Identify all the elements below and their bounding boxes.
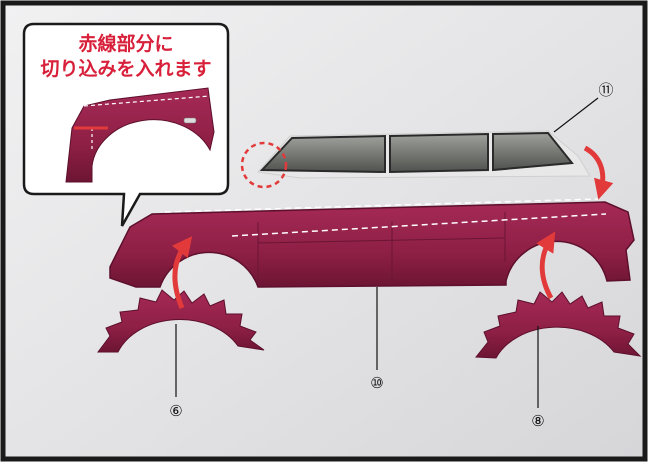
- window-section: [257, 130, 591, 179]
- leader-line: [553, 97, 599, 133]
- callout-bubble: 赤線部分に 切り込みを入れます: [22, 22, 230, 227]
- arrow-up-icon: [536, 231, 556, 300]
- highlight-circle-icon: [240, 141, 288, 189]
- callout-line-2: 切り込みを入れます: [40, 58, 211, 80]
- fender-detail-image: [65, 87, 215, 183]
- label-part-6: ⑥: [169, 402, 182, 420]
- callout-line-1: 赤線部分に: [78, 32, 173, 55]
- label-part-11: ⑪: [598, 81, 613, 99]
- label-part-8: ⑧: [531, 412, 544, 430]
- arrow-down-icon: [583, 145, 614, 200]
- label-part-10: ⑩: [370, 374, 383, 392]
- body-side-panel: [109, 198, 635, 288]
- arrow-up-icon: [171, 236, 193, 309]
- rear-fender-strip: [97, 289, 265, 353]
- front-fender-strip: [474, 291, 642, 359]
